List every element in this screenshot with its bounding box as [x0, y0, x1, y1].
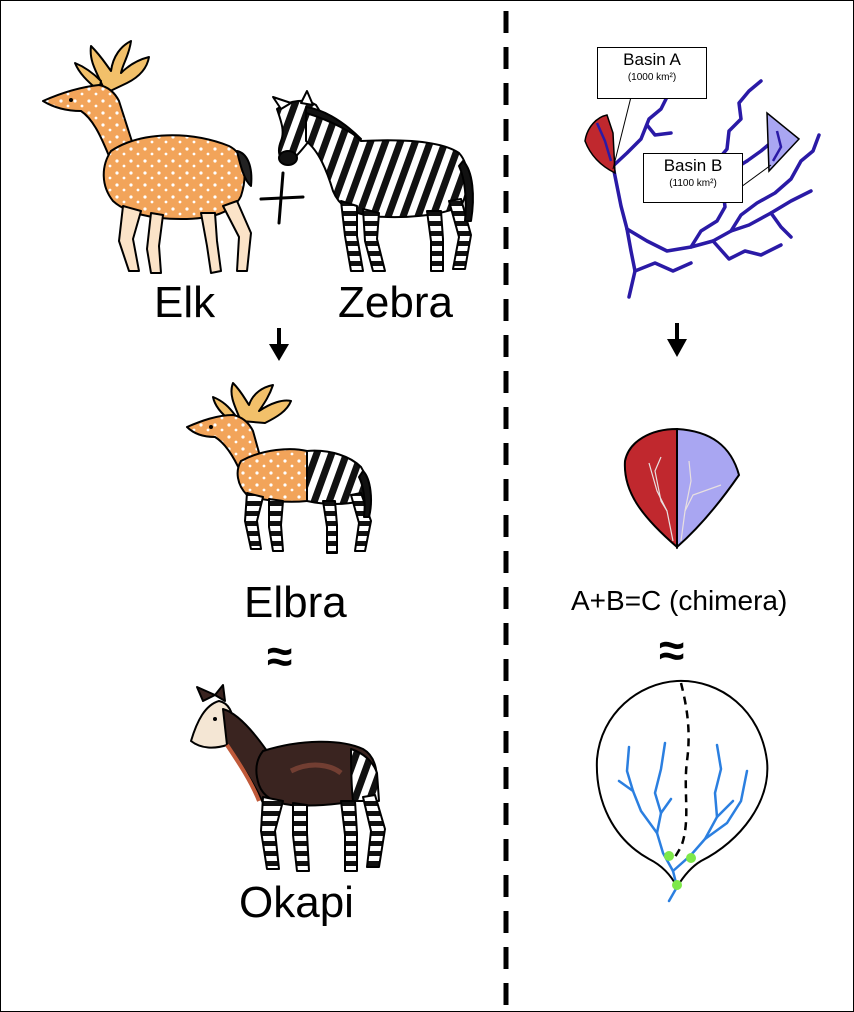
- basin-a-shape: [585, 115, 615, 173]
- elk-label: Elk: [154, 281, 215, 325]
- basin-b-area: (1100 km²): [644, 178, 742, 189]
- basin-b-name: Basin B: [644, 156, 742, 176]
- zebra-illustration: [273, 91, 473, 271]
- elk-illustration: [43, 41, 251, 273]
- okapi-label: Okapi: [239, 881, 354, 925]
- elbra-label: Elbra: [244, 581, 347, 625]
- basin-a-area: (1000 km²): [598, 72, 706, 83]
- basin-a-callout: Basin A (1000 km²): [597, 47, 707, 99]
- okapi-illustration: [191, 685, 385, 871]
- approx-sign-left: ≈: [267, 633, 292, 679]
- elbra-illustration: [187, 383, 371, 553]
- basin-b-callout: Basin B (1100 km²): [643, 153, 743, 203]
- approx-sign-right: ≈: [659, 627, 684, 673]
- zebra-label: Zebra: [338, 281, 453, 325]
- basin-a-name: Basin A: [598, 50, 706, 70]
- chimera-label: A+B=C (chimera): [571, 587, 787, 615]
- basin-b-shape: [767, 113, 799, 171]
- arrow-down-icon: [667, 323, 687, 357]
- chimera-basin: [625, 429, 739, 547]
- merged-basin: [597, 681, 768, 901]
- plus-sign: [261, 173, 303, 223]
- arrow-down-icon: [269, 328, 289, 361]
